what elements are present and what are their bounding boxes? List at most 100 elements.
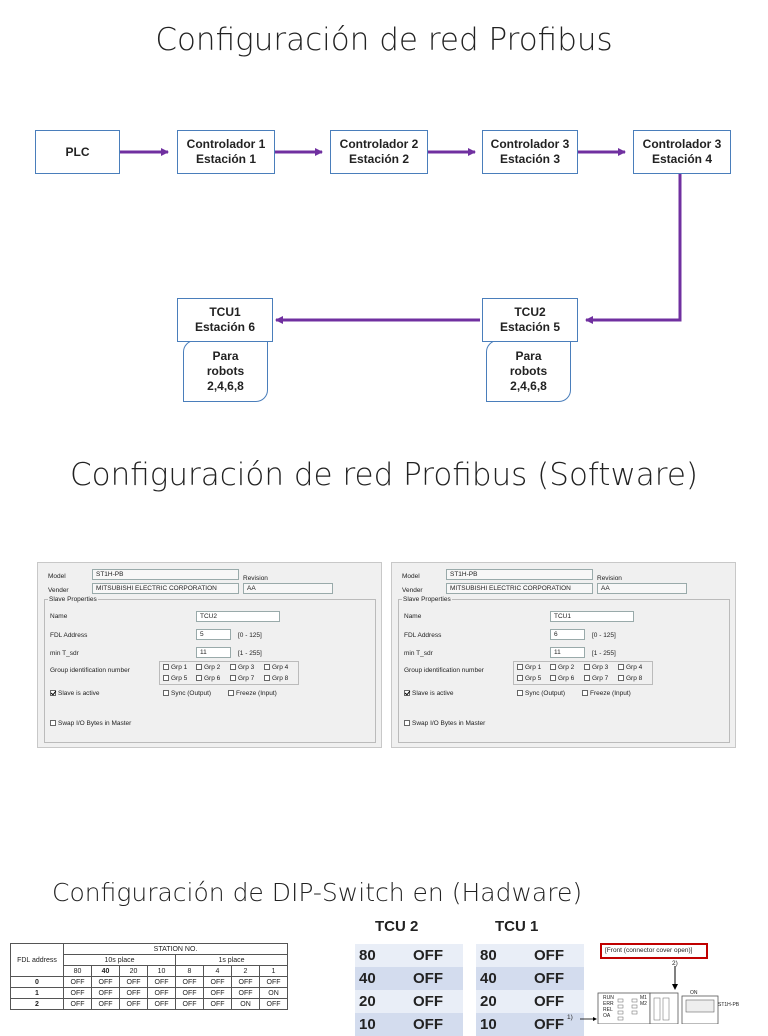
grp-5-checkbox[interactable]: Grp 5	[517, 675, 541, 682]
table-cell: OFF	[91, 976, 120, 988]
name-label: Name	[404, 613, 422, 620]
freeze-checkbox[interactable]: Freeze (Input)	[228, 690, 277, 697]
controller-1-node: Controlador 1 Estación 1	[177, 130, 275, 174]
callout-2: 2)	[672, 960, 678, 967]
grp-6-checkbox[interactable]: Grp 6	[550, 675, 574, 682]
ones-place-header: 1s place	[175, 954, 288, 966]
vendor-label: Vender	[402, 587, 423, 594]
sync-checkbox[interactable]: Sync (Output)	[517, 690, 565, 697]
grp-4-checkbox[interactable]: Grp 4	[618, 664, 642, 671]
grp-1-checkbox[interactable]: Grp 1	[517, 664, 541, 671]
arrow-c4-tcu2	[585, 173, 682, 324]
table-cell: OFF	[91, 987, 120, 999]
station-no-header: STATION NO.	[63, 943, 288, 955]
grp-7-checkbox[interactable]: Grp 7	[230, 675, 254, 682]
table-cell: ON	[259, 987, 288, 999]
table-cell: OFF	[147, 987, 176, 999]
name-input[interactable]: TCU1	[550, 611, 634, 622]
table-cell: OFF	[91, 998, 120, 1010]
controller-2-name: Controlador 2	[339, 137, 419, 151]
controller-1-station: Estación 1	[195, 152, 257, 166]
bit-header: 80	[63, 965, 92, 977]
grp-8-checkbox[interactable]: Grp 8	[618, 675, 642, 682]
led-labels: RUN ERR REL OA	[603, 995, 614, 1019]
bit-header: 10	[147, 965, 176, 977]
tsdr-range: [1 - 255]	[592, 650, 616, 657]
group-box	[513, 661, 653, 685]
sync-checkbox[interactable]: Sync (Output)	[163, 690, 211, 697]
model-label: Model	[402, 573, 420, 580]
fdl-address-label: FDL Address	[404, 632, 442, 639]
front-panel-figure	[580, 966, 719, 1024]
revision-label: Revision	[597, 575, 622, 582]
slave-active-checkbox[interactable]: Slave is active	[50, 690, 100, 697]
revision-field: AA	[243, 583, 333, 594]
slave-properties-label: Slave Properties	[48, 596, 98, 603]
table-cell: OFF	[231, 976, 260, 988]
table-cell: OFF	[231, 987, 260, 999]
model-field: ST1H-PB	[446, 569, 593, 580]
front-panel-caption: [Front (connector cover open)]	[600, 943, 708, 959]
slave-properties-group	[44, 599, 376, 743]
tens-place-header: 10s place	[63, 954, 176, 966]
m-labels: M1 M2	[640, 995, 647, 1007]
tcu1-station: Estación 6	[194, 320, 256, 334]
slave-properties-group	[398, 599, 730, 743]
swap-io-checkbox[interactable]: Swap I/O Bytes in Master	[50, 720, 131, 727]
tsdr-label: min T_sdr	[50, 650, 79, 657]
tsdr-input[interactable]: 11	[550, 647, 585, 658]
tsdr-label: min T_sdr	[404, 650, 433, 657]
table-cell: OFF	[119, 976, 148, 988]
grp-3-checkbox[interactable]: Grp 3	[230, 664, 254, 671]
bit-header: 2	[231, 965, 260, 977]
grp-8-checkbox[interactable]: Grp 8	[264, 675, 288, 682]
fdl-address-input[interactable]: 5	[196, 629, 231, 640]
tcu2-switch-title: TCU 2	[375, 918, 419, 935]
table-cell: OFF	[63, 987, 92, 999]
table-cell: OFF	[203, 976, 232, 988]
grp-3-checkbox[interactable]: Grp 3	[584, 664, 608, 671]
name-label: Name	[50, 613, 68, 620]
bit-header: 20	[119, 965, 148, 977]
row-address: 2	[10, 998, 64, 1010]
grp-1-checkbox[interactable]: Grp 1	[163, 664, 187, 671]
fdl-address-input[interactable]: 6	[550, 629, 585, 640]
name-input[interactable]: TCU2	[196, 611, 280, 622]
table-cell: OFF	[63, 976, 92, 988]
slave-active-checkbox[interactable]: Slave is active	[404, 690, 454, 697]
dip-switch-table: FDL address STATION NO. 10s place 1s pla…	[10, 943, 288, 1010]
note-line-1: Para	[515, 348, 542, 363]
controller-1-name: Controlador 1	[186, 137, 266, 151]
grp-6-checkbox[interactable]: Grp 6	[196, 675, 220, 682]
grp-5-checkbox[interactable]: Grp 5	[163, 675, 187, 682]
grp-4-checkbox[interactable]: Grp 4	[264, 664, 288, 671]
group-label: Group identification number	[404, 667, 484, 674]
grp-2-checkbox[interactable]: Grp 2	[196, 664, 220, 671]
grp-7-checkbox[interactable]: Grp 7	[584, 675, 608, 682]
controller-4-name: Controlador 3	[642, 137, 722, 151]
table-cell: OFF	[147, 976, 176, 988]
fdl-range: [0 - 125]	[238, 632, 262, 639]
revision-field: AA	[597, 583, 687, 594]
tcu2-robots-note: Para robots 2,4,6,8	[486, 340, 571, 402]
bit-header: 8	[175, 965, 204, 977]
freeze-checkbox[interactable]: Freeze (Input)	[582, 690, 631, 697]
on-label: ON	[690, 990, 698, 996]
note-line-2: robots	[206, 363, 245, 378]
controller-4-node: Controlador 3 Estación 4	[633, 130, 731, 174]
bit-header: 4	[203, 965, 232, 977]
revision-label: Revision	[243, 575, 268, 582]
row-address: 1	[10, 987, 64, 999]
vendor-field: MITSUBISHI ELECTRIC CORPORATION	[446, 583, 593, 594]
grp-2-checkbox[interactable]: Grp 2	[550, 664, 574, 671]
controller-3-station: Estación 3	[499, 152, 561, 166]
tcu1-node: TCU1 Estación 6	[177, 298, 273, 342]
swap-io-checkbox[interactable]: Swap I/O Bytes in Master	[404, 720, 485, 727]
tsdr-input[interactable]: 11	[196, 647, 231, 658]
group-box	[159, 661, 299, 685]
